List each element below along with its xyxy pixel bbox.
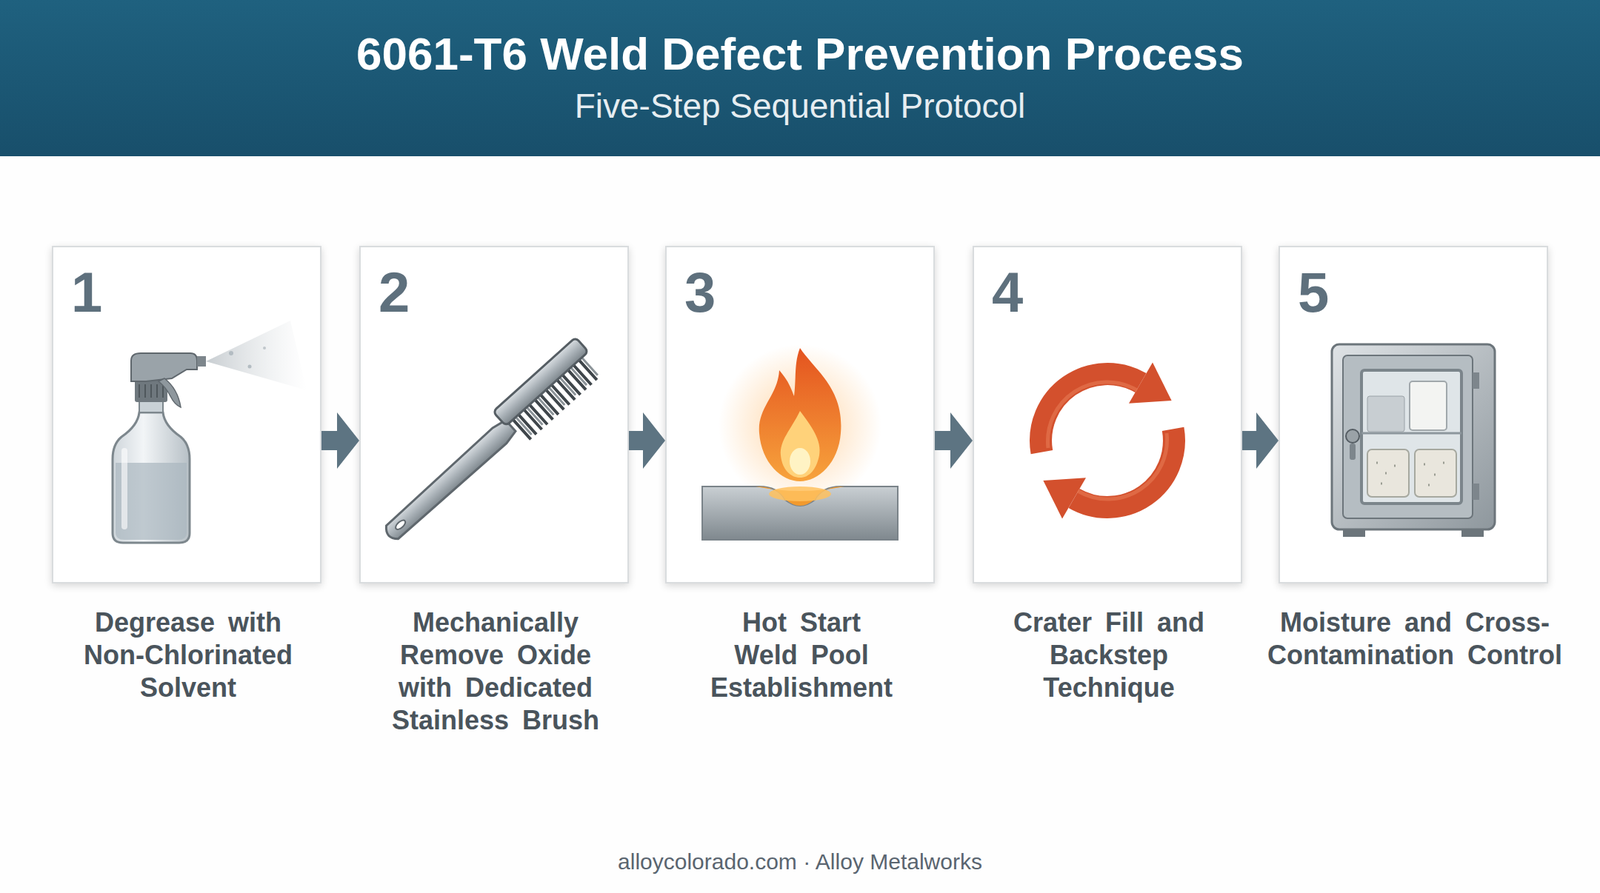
metal-bar <box>702 486 898 540</box>
flow-arrow <box>1242 412 1279 469</box>
step-number: 2 <box>378 264 410 321</box>
trigger-head <box>131 353 198 382</box>
spray-mist <box>205 320 307 391</box>
cabinet-window <box>1361 370 1462 504</box>
door-handle <box>1349 443 1356 460</box>
door-lock <box>1345 429 1360 443</box>
diagram-title: 6061-T6 Weld Defect Prevention Process <box>0 26 1600 82</box>
subtitle: Five-Step Sequential Protocol <box>0 85 1600 127</box>
step-number: 3 <box>684 264 716 321</box>
stored-item <box>1367 396 1405 432</box>
flame-glow <box>718 344 882 508</box>
arc-highlight <box>1077 433 1168 500</box>
spray-bottle-icon <box>112 320 307 543</box>
step-box: 3Hot Start Weld Pool Establishment <box>665 245 935 584</box>
flame-inner <box>780 411 820 478</box>
step-label: Mechanically Remove Oxide with Dedicated… <box>384 606 607 738</box>
footer-credit: alloycolorado.com · Alloy Metalworks <box>0 848 1600 876</box>
flow-arrow <box>628 412 666 469</box>
mist-droplet <box>262 346 266 350</box>
bottle-neck <box>139 400 163 413</box>
desiccant-bag <box>1414 449 1457 498</box>
cabinet-foot <box>1461 528 1484 538</box>
weld-flame-icon <box>702 344 898 540</box>
step-number: 1 <box>71 264 103 321</box>
cabinet-shelf <box>1361 432 1462 435</box>
trigger-lever <box>158 378 181 408</box>
cabinet-door <box>1342 355 1473 519</box>
step-label: Degrease with Non-Chlorinated Solvent <box>77 606 300 705</box>
cycle-arc <box>1040 374 1141 453</box>
door-hinge <box>1472 483 1480 500</box>
cycle-arrowhead <box>1042 477 1086 519</box>
step-label: Hot Start Weld Pool Establishment <box>707 606 897 705</box>
pool-glow <box>768 486 832 502</box>
header-band <box>0 0 1600 157</box>
cycle-arrowhead <box>1128 362 1172 403</box>
flame-outer <box>759 348 842 482</box>
handle-hole <box>394 518 407 532</box>
spray-nozzle <box>197 356 206 367</box>
bottle-liquid <box>115 462 187 540</box>
step-box: 2Mechanically Remove Oxide with Dedicate… <box>359 245 629 584</box>
step-box: 5Moisture and Cross-Contamination Contro… <box>1278 245 1549 584</box>
mist-droplet <box>248 365 252 369</box>
door-hinge <box>1472 372 1480 389</box>
step-label: Moisture and Cross-Contamination Control <box>1266 606 1563 672</box>
arc-highlight <box>1047 382 1138 449</box>
step-label: Crater Fill and Backstep Technique <box>997 606 1220 705</box>
desiccant-packet <box>1409 381 1447 431</box>
brush-bristles <box>511 359 598 440</box>
step-box: 4Crater Fill and Backstep Technique <box>972 245 1243 584</box>
cycle-arc <box>1074 428 1175 508</box>
flow-arrow <box>321 412 360 469</box>
cap-ribs <box>139 384 163 398</box>
wire-brush-icon <box>374 337 607 554</box>
glass-highlight <box>121 448 128 530</box>
brush-bristles <box>514 356 598 435</box>
flame-core <box>789 448 811 475</box>
desiccant-bag <box>1367 449 1409 498</box>
step-box: 1Degrease with Non-Chlorinated Solvent <box>51 245 322 584</box>
step-number: 5 <box>1297 264 1329 321</box>
flow-arrow <box>934 412 973 469</box>
brush-head <box>493 337 589 427</box>
cabinet-foot <box>1342 528 1366 538</box>
mist-droplet <box>228 351 234 356</box>
storage-cabinet-icon <box>1331 344 1495 538</box>
bottle-cap <box>134 380 168 403</box>
weld-pool <box>755 486 845 506</box>
bag-texture <box>1376 462 1445 486</box>
brush-handle <box>381 418 518 544</box>
cycle-arrows-icon <box>1040 362 1175 519</box>
bottle-body <box>112 412 190 543</box>
cabinet-body <box>1331 344 1495 530</box>
step-number: 4 <box>991 264 1023 321</box>
